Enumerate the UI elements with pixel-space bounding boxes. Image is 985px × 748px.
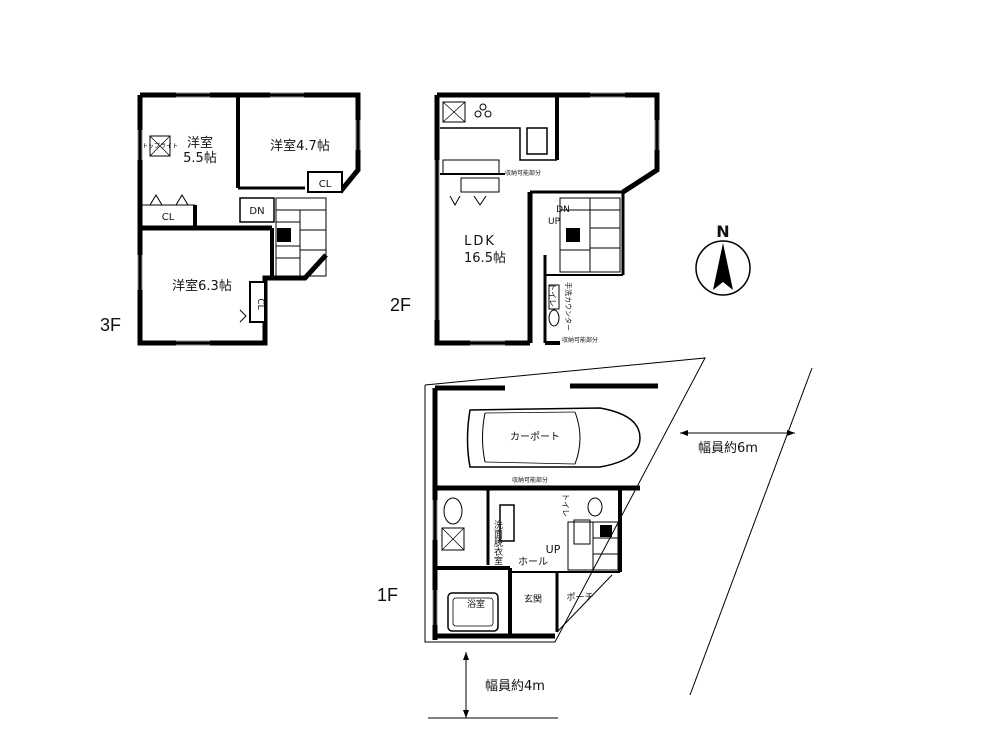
- closet-label-3: CL: [255, 298, 265, 309]
- car-icon: [466, 407, 641, 468]
- floor-3f: トップライト 洋室 5.5帖 洋室4.7帖 洋室6.3帖 CL CL DN CL…: [100, 92, 361, 346]
- washroom-label: 洗面脱衣室: [492, 519, 503, 565]
- stairs-dn-3f: DN: [249, 206, 264, 217]
- floor-1f: カーポート 洗面脱衣室: [377, 357, 706, 643]
- toilet-2f: トイレ: [548, 283, 557, 307]
- hall-label: ホール: [518, 556, 548, 568]
- road-east-width: 幅員約6m: [698, 441, 758, 456]
- room-western-5-5-size: 5.5帖: [183, 151, 217, 166]
- room-western-6-3: 洋室6.3帖: [172, 278, 232, 294]
- top-light-label: トップライト: [142, 143, 178, 150]
- porch-label: ポーチ: [566, 592, 593, 603]
- storage-note-1f: 収納可能部分: [512, 476, 548, 484]
- floor-label-2f: 2F: [390, 295, 411, 315]
- storage-note-2f-a: 収納可能部分: [505, 169, 541, 177]
- road-east: 幅員約6m: [680, 367, 813, 696]
- floor-label-3f: 3F: [100, 315, 121, 335]
- closet-label-2: CL: [162, 212, 175, 223]
- storage-note-2f-b: 収納可能部分: [562, 336, 598, 344]
- ldk-name: LDK: [464, 234, 496, 249]
- road-south: 幅員約4m: [428, 652, 558, 719]
- road-south-width: 幅員約4m: [485, 679, 545, 694]
- toilet-1f: トイレ: [561, 493, 570, 517]
- stairs-up-2f: UP: [548, 217, 561, 227]
- hand-wash-counter: 手洗カウンター: [564, 282, 573, 331]
- floor-label-1f: 1F: [377, 585, 398, 605]
- closet-label-1: CL: [319, 179, 332, 190]
- room-western-5-5-name: 洋室: [187, 135, 213, 151]
- north-compass-icon: N: [695, 222, 751, 296]
- stairs-dn-2f: DN: [556, 205, 570, 215]
- stairs-up-1f: UP: [546, 543, 561, 556]
- floor-2f: LDK 16.5帖 DN UP トイレ 手洗カウンター 収納可能部分 収納可能部…: [390, 92, 660, 346]
- carport-label: カーポート: [510, 431, 560, 443]
- bath-label: 浴室: [467, 598, 485, 610]
- entrance-label: 玄関: [524, 593, 542, 605]
- ldk-size: 16.5帖: [464, 251, 506, 266]
- north-label: N: [716, 222, 729, 241]
- room-western-4-7: 洋室4.7帖: [270, 138, 330, 154]
